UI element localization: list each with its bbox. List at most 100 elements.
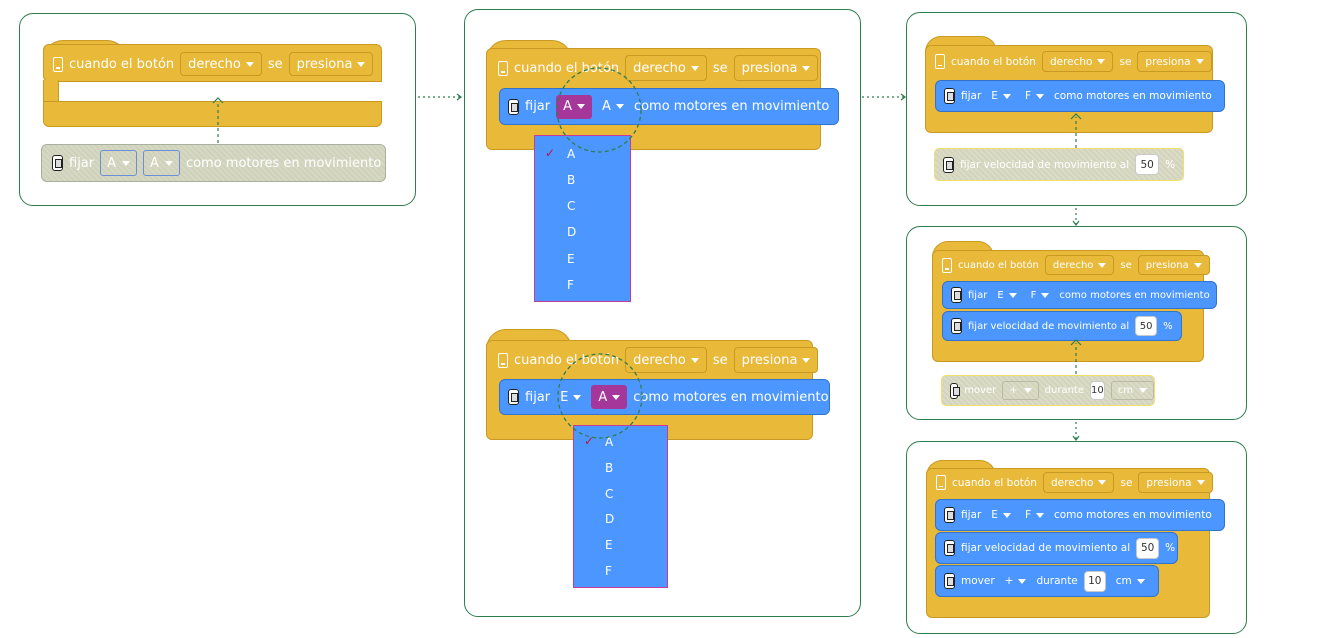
chevron-down-icon bbox=[1002, 512, 1011, 518]
chevron-down-icon bbox=[1018, 578, 1027, 584]
when-button-label: cuando el botón bbox=[514, 352, 620, 368]
distance-input[interactable]: 10 bbox=[1090, 381, 1105, 400]
motor-right-dropdown[interactable]: F bbox=[1021, 90, 1048, 102]
move-block[interactable]: mover + durante 10 cm bbox=[935, 565, 1159, 597]
dragged-set-motors-block[interactable]: fijar A A como motores en movimiento bbox=[41, 144, 386, 182]
chevron-down-icon bbox=[690, 65, 699, 71]
menu-option-a[interactable]: A bbox=[567, 147, 576, 161]
set-motors-block[interactable]: fijar E A como motores en movimiento bbox=[499, 379, 830, 415]
motor-right-dropdown[interactable]: A bbox=[598, 95, 628, 119]
motor-options-menu[interactable]: ✓ A B C D E F bbox=[573, 425, 668, 588]
chevron-down-icon bbox=[122, 160, 131, 166]
set-motors-block[interactable]: fijar E F como motores en movimiento bbox=[942, 281, 1217, 309]
dragged-move-block[interactable]: mover + durante 10 cm bbox=[941, 375, 1155, 406]
distance-input[interactable]: 10 bbox=[1083, 570, 1106, 592]
phone-icon bbox=[935, 54, 945, 69]
set-label: fijar bbox=[525, 389, 551, 405]
motor-left-dropdown[interactable]: E bbox=[556, 385, 585, 409]
button-side-dropdown[interactable]: derecho bbox=[1042, 472, 1115, 493]
dragged-set-speed-block[interactable]: fijar velocidad de movimiento al 50 % bbox=[934, 148, 1184, 181]
menu-option-e[interactable]: E bbox=[567, 252, 575, 266]
when-button-label: cuando el botón bbox=[951, 55, 1036, 68]
button-action-dropdown[interactable]: presiona bbox=[733, 347, 819, 373]
set-motors-block[interactable]: fijar A A como motores en movimiento bbox=[499, 88, 839, 125]
set-label: fijar bbox=[961, 90, 982, 102]
motor-right-dropdown[interactable]: F bbox=[1027, 290, 1054, 301]
set-speed-block[interactable]: fijar velocidad de movimiento al 50 % bbox=[942, 311, 1182, 341]
motor-icon bbox=[508, 389, 519, 405]
motor-left-dropdown[interactable]: E bbox=[987, 90, 1015, 102]
motor-right-dropdown[interactable]: A bbox=[143, 150, 180, 176]
set-label: fijar bbox=[968, 289, 988, 301]
speed-input[interactable]: 50 bbox=[1135, 154, 1160, 175]
menu-option-d[interactable]: D bbox=[567, 225, 577, 239]
percent-label: % bbox=[1165, 158, 1176, 171]
set-motors-block[interactable]: fijar E F como motores en movimiento bbox=[935, 499, 1225, 531]
menu-option-f[interactable]: F bbox=[605, 564, 612, 578]
menu-option-b[interactable]: B bbox=[567, 173, 576, 187]
menu-option-d[interactable]: D bbox=[605, 512, 615, 526]
motor-left-dropdown[interactable]: E bbox=[993, 290, 1020, 301]
motor-left-dropdown[interactable]: A bbox=[100, 150, 138, 176]
percent-label: % bbox=[1163, 320, 1173, 332]
motor-right-dropdown[interactable]: F bbox=[1021, 509, 1048, 521]
chevron-down-icon bbox=[1196, 480, 1205, 485]
motor-options-menu[interactable]: ✓ A B C D E F bbox=[534, 135, 631, 302]
unit-dropdown[interactable]: cm bbox=[1110, 381, 1154, 400]
event-row: cuando el botón derecho se presiona bbox=[53, 52, 374, 76]
chevron-down-icon bbox=[615, 104, 624, 109]
menu-option-c[interactable]: C bbox=[605, 487, 614, 501]
menu-option-e[interactable]: E bbox=[605, 538, 613, 552]
menu-option-f[interactable]: F bbox=[567, 278, 574, 292]
event-row: cuando el botón derecho se presiona bbox=[498, 347, 819, 373]
speed-input[interactable]: 50 bbox=[1136, 537, 1160, 559]
button-action-dropdown[interactable]: presiona bbox=[1137, 255, 1210, 275]
step-panel-5: cuando el botón derecho se presiona fija… bbox=[906, 441, 1247, 634]
set-label: fijar bbox=[961, 509, 982, 521]
checkmark-icon: ✓ bbox=[545, 146, 556, 160]
when-button-label: cuando el botón bbox=[514, 60, 620, 76]
set-label: fijar bbox=[69, 155, 95, 171]
arrowhead-icon bbox=[1072, 435, 1080, 441]
direction-dropdown[interactable]: + bbox=[1001, 575, 1031, 587]
phone-icon bbox=[498, 60, 508, 76]
chevron-down-icon bbox=[357, 61, 366, 67]
menu-option-c[interactable]: C bbox=[567, 199, 576, 213]
speed-input[interactable]: 50 bbox=[1135, 316, 1158, 336]
motor-left-dropdown-active[interactable]: A bbox=[556, 94, 593, 119]
unit-dropdown[interactable]: cm bbox=[1112, 575, 1149, 587]
direction-dropdown[interactable]: + bbox=[1002, 381, 1039, 400]
se-label: se bbox=[267, 56, 283, 72]
button-side-dropdown[interactable]: derecho bbox=[1041, 51, 1114, 72]
button-side-dropdown[interactable]: derecho bbox=[625, 347, 707, 373]
chevron-down-icon bbox=[1136, 578, 1145, 584]
set-speed-block[interactable]: fijar velocidad de movimiento al 50 % bbox=[935, 532, 1178, 564]
menu-option-b[interactable]: B bbox=[605, 461, 614, 475]
motor-icon bbox=[508, 98, 519, 115]
button-action-dropdown[interactable]: presiona bbox=[1137, 51, 1212, 72]
event-block-bottom bbox=[43, 101, 382, 127]
set-motors-block[interactable]: fijar E F como motores en movimiento bbox=[935, 80, 1225, 112]
chevron-down-icon bbox=[245, 61, 254, 67]
menu-option-a[interactable]: A bbox=[605, 435, 614, 449]
chevron-down-icon bbox=[690, 357, 699, 363]
arrowhead-icon bbox=[1072, 220, 1080, 226]
button-side-dropdown[interactable]: derecho bbox=[625, 55, 707, 81]
motor-left-dropdown[interactable]: E bbox=[987, 509, 1015, 521]
se-label: se bbox=[712, 60, 728, 76]
se-label: se bbox=[712, 352, 728, 368]
button-action-dropdown[interactable]: presiona bbox=[1138, 472, 1213, 493]
chevron-down-icon bbox=[802, 65, 811, 71]
button-action-dropdown[interactable]: presiona bbox=[733, 55, 819, 81]
when-button-label: cuando el botón bbox=[952, 476, 1037, 489]
motor-right-dropdown-active[interactable]: A bbox=[591, 385, 628, 409]
during-label: durante bbox=[1044, 385, 1085, 396]
button-side-dropdown[interactable]: derecho bbox=[180, 52, 262, 76]
chevron-down-icon bbox=[1035, 93, 1044, 99]
button-side-dropdown[interactable]: derecho bbox=[1044, 255, 1115, 275]
button-action-dropdown[interactable]: presiona bbox=[288, 52, 374, 76]
phone-icon bbox=[53, 56, 63, 72]
se-label: se bbox=[1119, 55, 1132, 68]
set-label: fijar bbox=[525, 99, 551, 114]
chevron-down-icon bbox=[612, 394, 621, 400]
